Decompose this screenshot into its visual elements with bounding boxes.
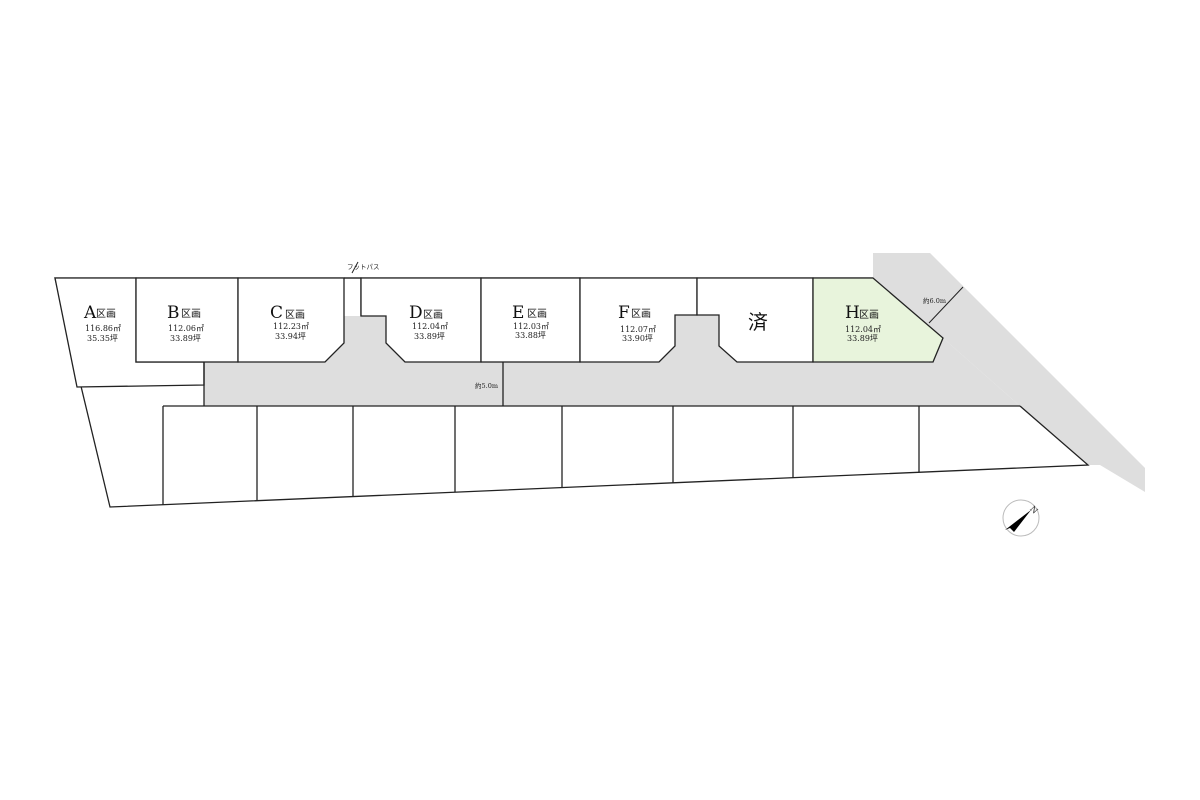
svg-text:F: F (618, 303, 630, 323)
svg-text:A: A (83, 303, 97, 323)
main-road (204, 315, 1020, 406)
svg-text:E: E (512, 303, 524, 323)
svg-text:33.89坪: 33.89坪 (414, 332, 445, 341)
svg-text:B: B (167, 303, 180, 323)
lot-e[interactable] (480, 277, 581, 363)
lot-c[interactable] (237, 277, 345, 363)
road-width-label: 約5.0m (475, 381, 498, 390)
svg-text:116.86㎡: 116.86㎡ (85, 324, 121, 333)
svg-text:区画: 区画 (631, 308, 651, 320)
svg-text:区画: 区画 (423, 309, 443, 321)
side-road-width-label: 約6.0m (923, 296, 946, 305)
svg-text:区画: 区画 (96, 308, 116, 320)
lot-h[interactable] (812, 277, 944, 363)
svg-text:33.89坪: 33.89坪 (847, 334, 878, 343)
side-road (873, 253, 1145, 492)
svg-text:112.04㎡: 112.04㎡ (845, 325, 881, 334)
svg-text:112.07㎡: 112.07㎡ (620, 325, 656, 334)
svg-text:112.03㎡: 112.03㎡ (513, 322, 549, 331)
svg-text:C: C (270, 303, 283, 323)
lot-b[interactable] (135, 277, 239, 363)
svg-text:33.88坪: 33.88坪 (515, 331, 546, 340)
svg-text:112.23㎡: 112.23㎡ (273, 322, 309, 331)
svg-text:33.89坪: 33.89坪 (170, 334, 201, 343)
svg-text:区画: 区画 (527, 308, 547, 320)
compass: N (1002, 499, 1040, 537)
lot-g-sold-label: 済 (748, 310, 768, 334)
lower-lot-dividers (162, 406, 920, 505)
svg-text:112.04㎡: 112.04㎡ (412, 322, 448, 331)
svg-text:区画: 区画 (859, 309, 879, 321)
svg-text:H: H (845, 303, 860, 323)
svg-text:D: D (409, 303, 423, 323)
svg-text:33.90坪: 33.90坪 (622, 334, 653, 343)
svg-text:112.06㎡: 112.06㎡ (168, 324, 204, 333)
svg-text:区画: 区画 (285, 309, 305, 321)
footpath-edge (344, 277, 362, 316)
svg-text:33.94坪: 33.94坪 (275, 332, 306, 341)
svg-text:35.35坪: 35.35坪 (87, 334, 118, 343)
footpath-leader (351, 261, 359, 274)
svg-text:区画: 区画 (181, 308, 201, 320)
north-arrow-icon (1005, 510, 1031, 532)
side-road-width-line (928, 286, 964, 324)
footpath-label: フットパス (347, 263, 380, 271)
svg-text:N: N (1028, 504, 1039, 515)
